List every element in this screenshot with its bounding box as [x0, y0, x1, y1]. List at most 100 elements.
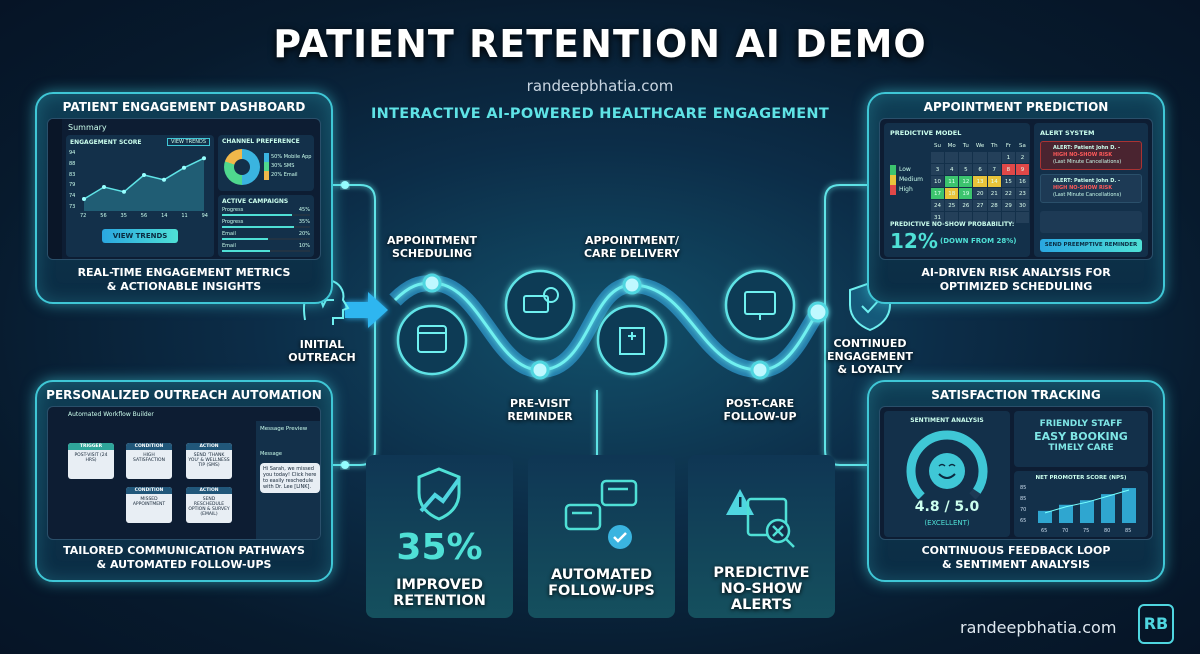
x-tick: 14 [161, 213, 168, 219]
calendar-day[interactable] [1015, 212, 1029, 223]
panel-title: SATISFACTION TRACKING [931, 388, 1101, 402]
calendar-day[interactable]: 12 [959, 176, 973, 187]
campaign-label: Progress [222, 207, 244, 213]
nps-bar [1122, 488, 1136, 523]
calendar-day[interactable]: 11 [945, 176, 959, 187]
calendar-day[interactable]: 7 [987, 164, 1001, 175]
calendar-day[interactable] [945, 212, 959, 223]
calendar-day[interactable]: 17 [931, 188, 945, 199]
calendar-day[interactable] [945, 152, 959, 163]
campaign-progress-bar [222, 226, 310, 228]
weekday-label: Su [934, 142, 942, 149]
calendar-day[interactable] [1001, 212, 1015, 223]
nps-bar [1101, 494, 1115, 523]
calendar-day[interactable]: 16 [1015, 176, 1029, 187]
calendar-day[interactable]: 14 [987, 176, 1001, 187]
panel-caption: TAILORED COMMUNICATION PATHWAYS& AUTOMAT… [63, 544, 305, 571]
view-trends-small-button[interactable]: VIEW TRENDS [166, 138, 210, 146]
calendar-day[interactable] [959, 212, 973, 223]
calendar-day[interactable] [973, 212, 987, 223]
nps-bar [1080, 500, 1094, 523]
engagement-point [102, 185, 106, 189]
step-node [622, 275, 642, 295]
campaign-label: Email [222, 243, 236, 249]
step-node [530, 360, 550, 380]
calendar-day[interactable]: 18 [945, 188, 959, 199]
calendar-day[interactable]: 29 [1001, 200, 1015, 211]
calendar-day[interactable]: 20 [973, 188, 987, 199]
campaign-value: 20% [298, 231, 310, 237]
alert-item: ALERT: Patient John D. -HIGH NO-SHOW RIS… [1040, 141, 1142, 170]
node-type: CONDITION [126, 487, 172, 494]
node-type: ACTION [186, 443, 232, 450]
calendar-day[interactable]: 28 [987, 200, 1001, 211]
calendar-day[interactable]: 15 [1001, 176, 1015, 187]
campaign-label: Email [222, 231, 236, 237]
nps-y-tick: 70 [1020, 507, 1026, 513]
calendar-day[interactable]: 22 [1001, 188, 1015, 199]
calendar-day[interactable]: 19 [959, 188, 973, 199]
calendar-day[interactable]: 10 [931, 176, 945, 187]
calendar-day[interactable]: 31 [931, 212, 945, 223]
panel-caption: REAL-TIME ENGAGEMENT METRICS& ACTIONABLE… [77, 266, 291, 293]
x-tick: 11 [181, 213, 188, 219]
calendar-day[interactable]: 5 [959, 164, 973, 175]
node-text: POST-VISIT (24 HRS) [74, 453, 108, 463]
node-type: TRIGGER [68, 443, 114, 450]
calendar-day[interactable] [973, 152, 987, 163]
view-trends-button[interactable]: VIEW TRENDS [102, 229, 178, 243]
nps-x-tick: 65 [1041, 528, 1047, 534]
campaign-progress-bar [222, 238, 310, 240]
channel-donut [224, 149, 260, 185]
engagement-point [162, 177, 166, 182]
calendar-day[interactable]: 24 [931, 200, 945, 211]
calendar-day[interactable] [987, 152, 1001, 163]
calendar-day[interactable]: 21 [987, 188, 1001, 199]
calendar-day[interactable]: 25 [945, 200, 959, 211]
weekday-label: We [975, 142, 985, 149]
nps-y-tick: 65 [1020, 518, 1026, 524]
calendar-day[interactable]: 2 [1015, 152, 1029, 163]
x-tick: 72 [80, 213, 87, 219]
calendar-day[interactable]: 27 [973, 200, 987, 211]
engagement-point [82, 197, 86, 201]
alert-detail: (Last Minute Cancellations) [1053, 159, 1122, 165]
channel-legend-item: 50% Mobile App [264, 153, 311, 162]
calendar-day[interactable]: 6 [973, 164, 987, 175]
send-reminder-button[interactable]: SEND PREEMPTIVE REMINDER [1040, 239, 1142, 252]
calendar-day[interactable] [987, 212, 1001, 223]
y-tick: 73 [69, 203, 76, 210]
nps-bar [1038, 510, 1052, 523]
calendar-day[interactable]: 26 [959, 200, 973, 211]
calendar-day[interactable]: 23 [1015, 188, 1029, 199]
x-tick: 56 [100, 213, 107, 219]
alert-line: ALERT: Patient John D. - [1053, 145, 1121, 151]
weekday-label: Th [990, 142, 998, 149]
x-tick: 35 [120, 213, 127, 219]
panel-title: PATIENT ENGAGEMENT DASHBOARD [62, 100, 306, 114]
alert-risk: HIGH NO-SHOW RISK [1053, 185, 1113, 191]
step-node [422, 273, 442, 293]
weekday-label: Mo [947, 142, 956, 149]
calendar-day[interactable] [931, 152, 945, 163]
calendar-day[interactable]: 9 [1015, 164, 1029, 175]
calendar-day[interactable]: 4 [945, 164, 959, 175]
calendar-step-icon [396, 304, 468, 376]
campaign-progress-fill [222, 226, 295, 228]
calendar-day[interactable]: 1 [1001, 152, 1015, 163]
node-text: SEND 'THANK YOU' & WELLNESS TIP (SMS) [188, 453, 230, 468]
panel-title: PERSONALIZED OUTREACH AUTOMATION [46, 388, 322, 402]
x-tick: 94 [201, 213, 208, 219]
calendar-day[interactable]: 30 [1015, 200, 1029, 211]
node-type: CONDITION [126, 443, 172, 450]
smiley-icon [929, 453, 965, 489]
calendar-day[interactable]: 8 [1001, 164, 1015, 175]
calendar-day[interactable]: 3 [931, 164, 945, 175]
calendar-day[interactable] [959, 152, 973, 163]
calendar-day[interactable]: 13 [973, 176, 987, 187]
footer-website[interactable]: randeepbhatia.com [960, 618, 1117, 637]
x-tick: 56 [140, 213, 148, 219]
